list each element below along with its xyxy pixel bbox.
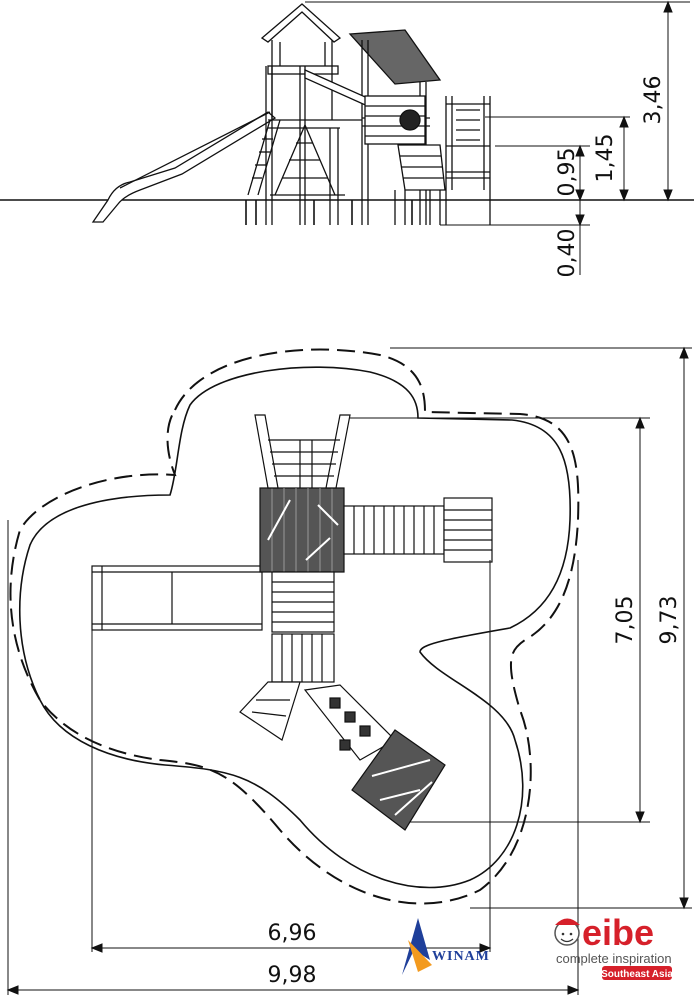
elevation-foundations xyxy=(245,200,413,225)
elevation-tower-middle xyxy=(304,29,446,225)
foundation-depth-label: 0,40 xyxy=(555,229,580,278)
impact-surface-outline xyxy=(18,366,572,889)
elevation-dimension-lines xyxy=(305,0,690,275)
eibe-tagline: complete inspiration xyxy=(556,951,672,966)
eibe-logo: eibe complete inspiration Southeast Asia xyxy=(554,912,673,980)
plan-dimension-lines xyxy=(6,346,692,995)
elevation-slide xyxy=(91,111,277,223)
elevation-platform-right xyxy=(445,96,491,225)
winam-logo: WINAM xyxy=(402,918,490,975)
winam-mark-orange xyxy=(408,940,432,972)
plan-climbing-frame xyxy=(254,414,351,489)
plan-view: 6,96 9,98 7,05 9,73 xyxy=(6,346,692,995)
elevation-tower-left xyxy=(247,3,345,225)
region-badge xyxy=(602,966,672,980)
plan-tower-roof xyxy=(259,487,345,573)
depth-outer-label: 9,73 xyxy=(657,596,682,645)
height-total-label: 3,46 xyxy=(641,76,666,125)
winam-mark-blue xyxy=(402,918,430,975)
plan-diagonal-ladder xyxy=(239,681,301,741)
elevation-view: 3,46 1,45 0,95 0,40 xyxy=(0,0,694,278)
plan-slide xyxy=(91,565,263,631)
plan-bridge xyxy=(343,505,445,555)
eibe-wordmark: eibe xyxy=(582,912,654,953)
width-outer-label: 9,98 xyxy=(268,963,317,988)
plan-tower-roof-2 xyxy=(351,729,446,831)
safety-zone-outline xyxy=(9,348,580,905)
winam-wordmark: WINAM xyxy=(432,949,490,964)
plan-decks xyxy=(271,571,335,683)
depth-inner-label: 7,05 xyxy=(613,596,638,645)
height-deck-low-label: 0,95 xyxy=(555,148,580,197)
region-label: Southeast Asia xyxy=(601,969,673,980)
plan-platform-right xyxy=(443,497,493,563)
width-inner-label: 6,96 xyxy=(268,921,317,946)
height-deck-high-label: 1,45 xyxy=(593,134,618,183)
